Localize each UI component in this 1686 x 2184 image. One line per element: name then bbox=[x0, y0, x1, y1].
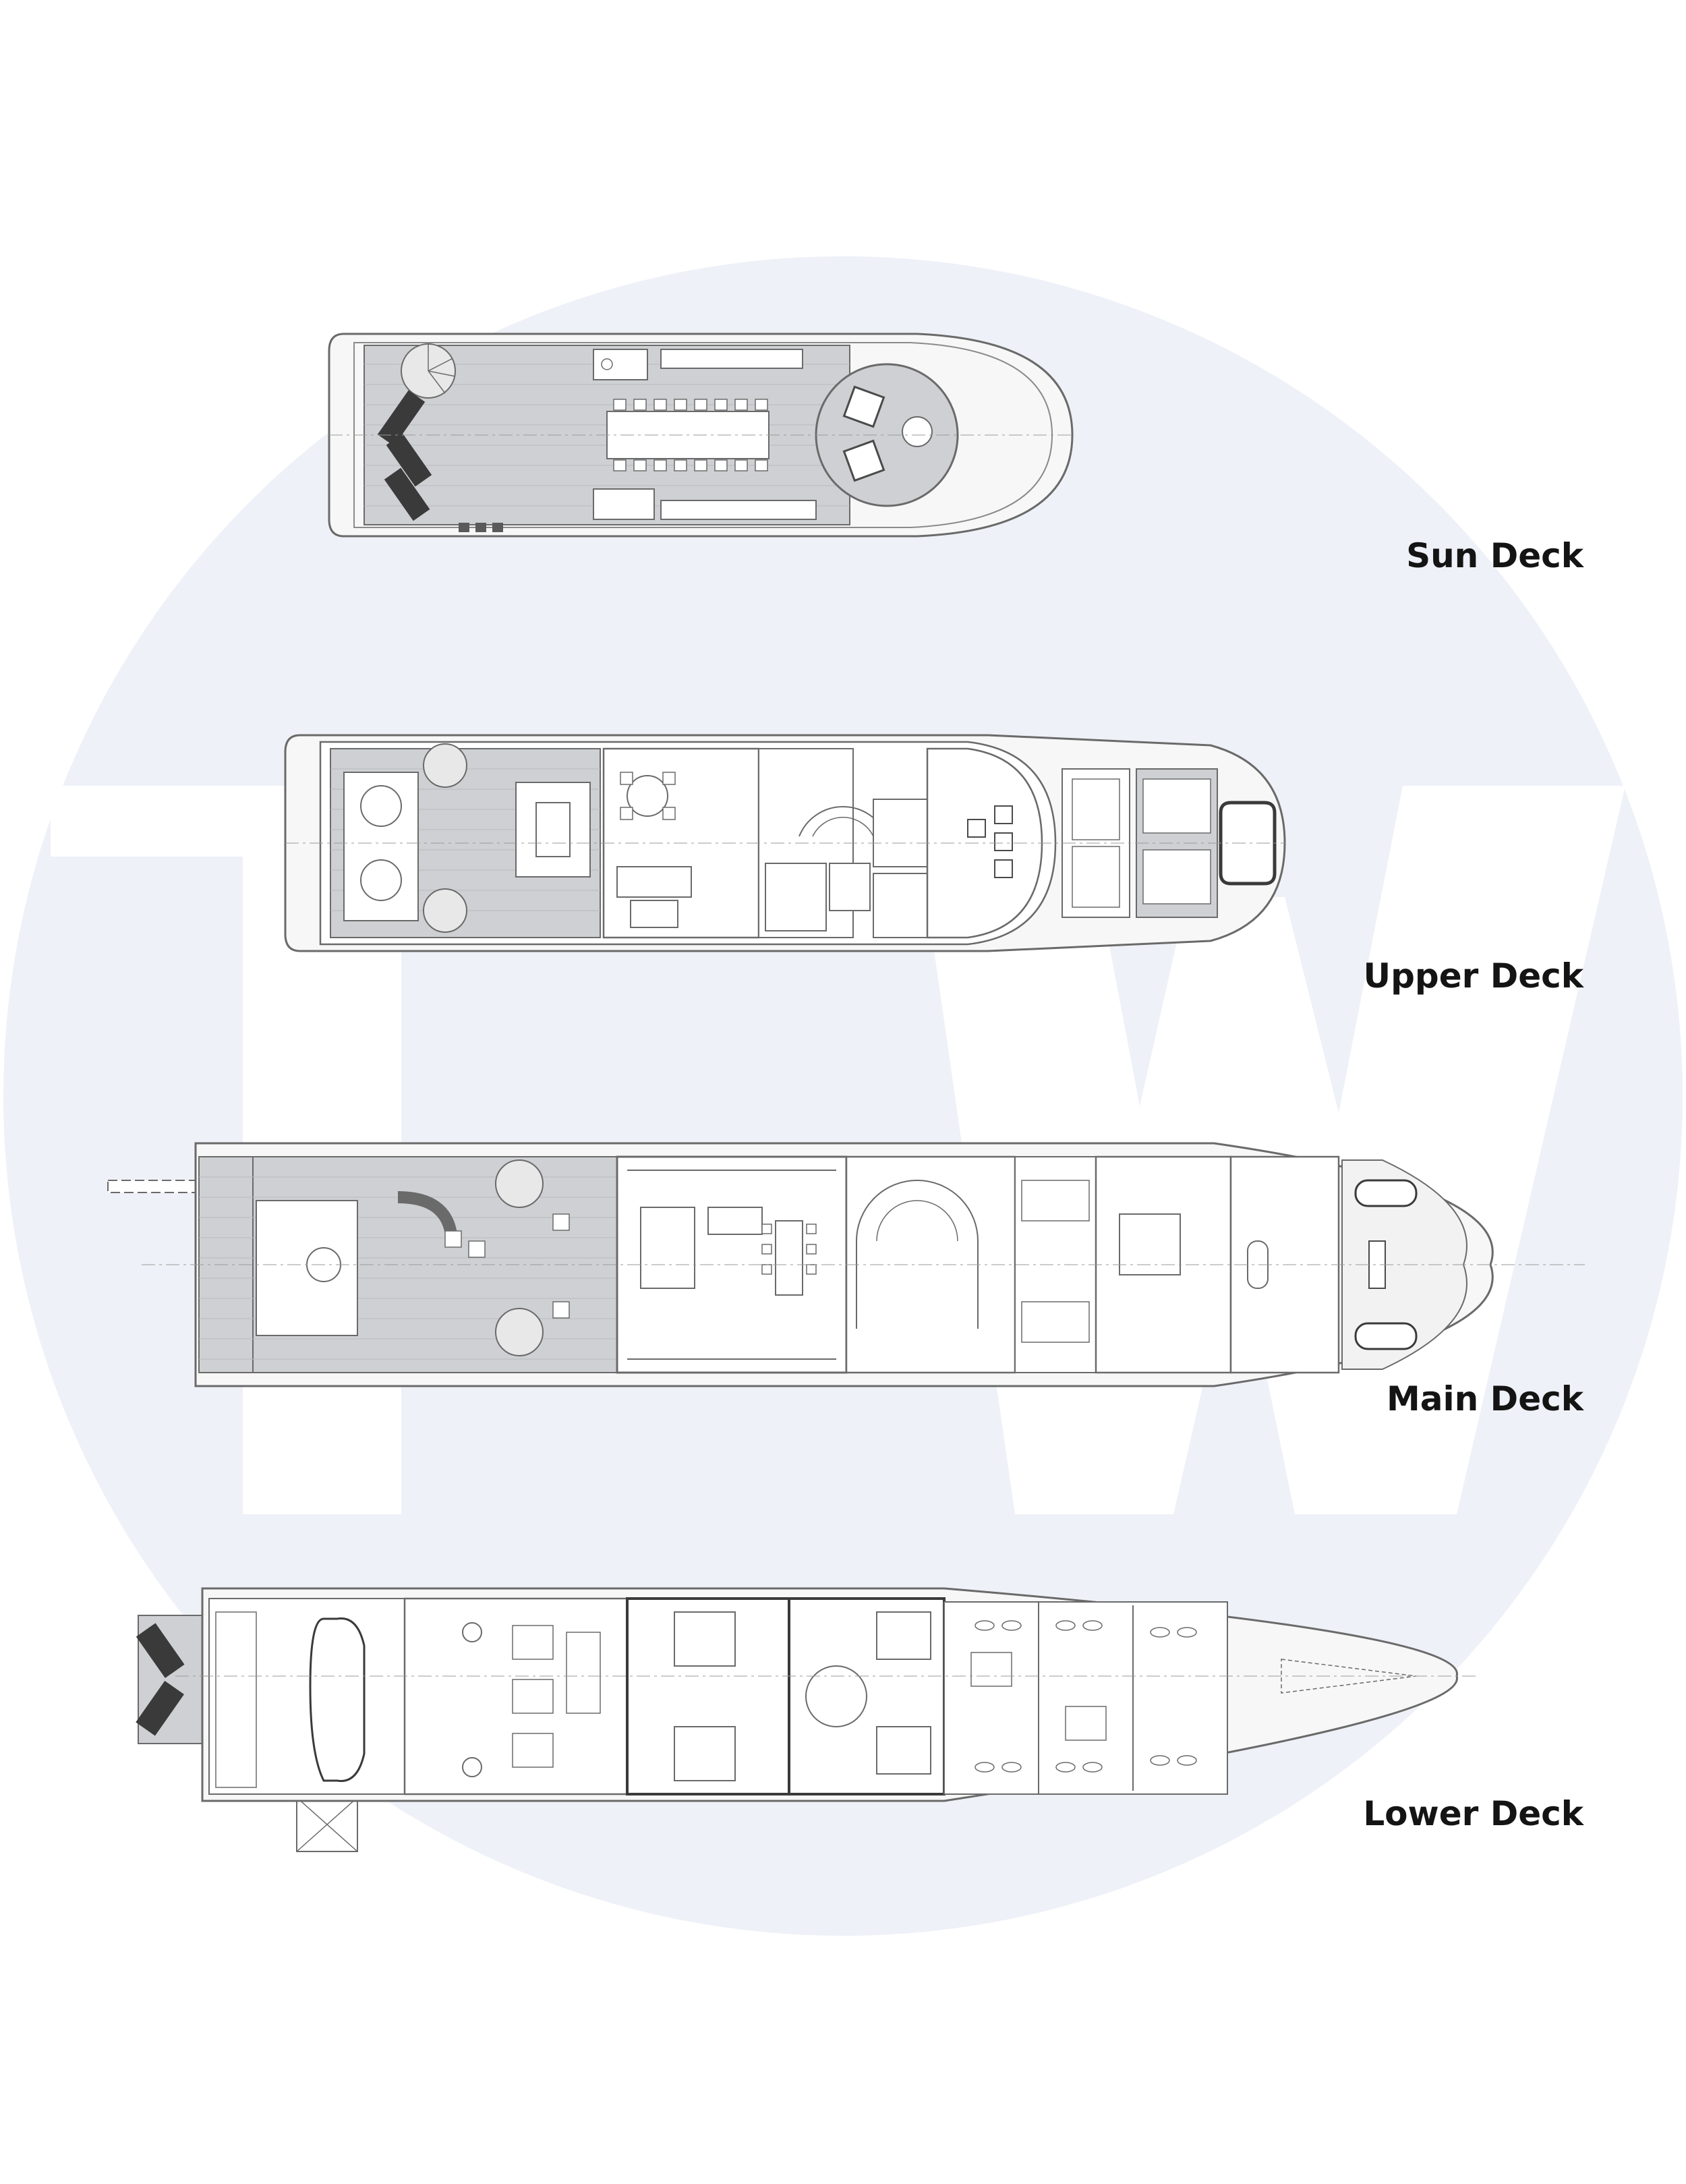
sun-deck-plan bbox=[328, 333, 1074, 538]
lower-deck-label: Lower Deck bbox=[1363, 1794, 1583, 1833]
lower-deck-plan bbox=[136, 1587, 1477, 1852]
upper-deck-plan bbox=[284, 734, 1286, 952]
main-deck-plan bbox=[107, 1142, 1585, 1387]
sun-deck-label: Sun Deck bbox=[1406, 536, 1583, 575]
upper-deck-label: Upper Deck bbox=[1363, 956, 1583, 996]
main-deck-label: Main Deck bbox=[1387, 1379, 1583, 1418]
